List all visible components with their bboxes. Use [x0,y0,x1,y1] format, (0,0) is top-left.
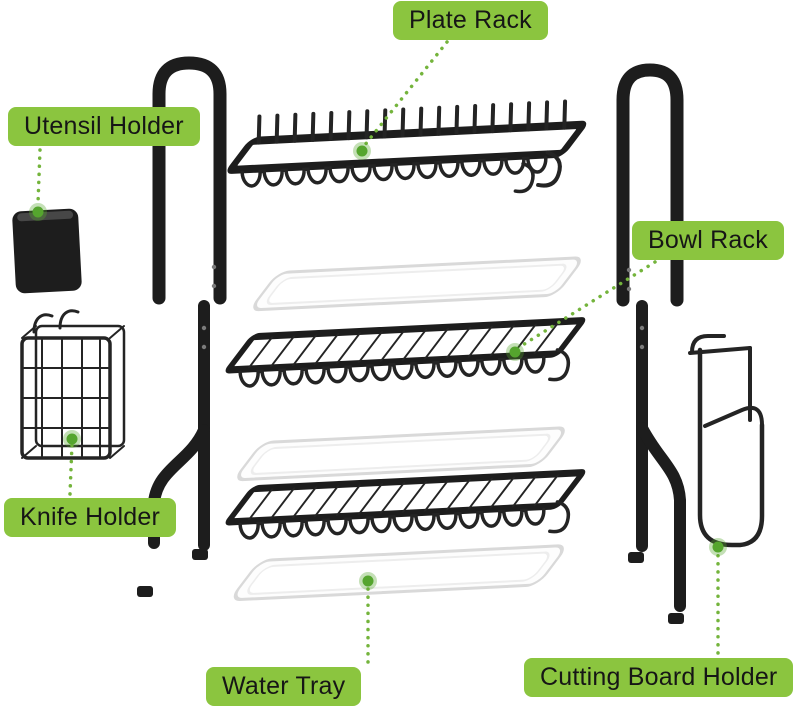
plate-rack-callout-line [362,40,449,148]
utensil-holder-label: Utensil Holder [8,107,200,146]
cutting-board-holder-callout-dot [709,538,727,556]
knife-holder-callout-line [68,442,74,496]
screw-hole [639,344,645,350]
plate-rack-callout-dot [353,142,371,160]
plate-rack-hook [536,150,562,188]
screw-hole [639,325,645,331]
foot-cap [137,586,153,597]
screw-hole [201,325,207,331]
bowl-rack-label: Bowl Rack [632,221,784,260]
plate-rack-tines [256,99,568,145]
plate-rack-scallop-wire [240,155,548,188]
bowl-rack-2-part [225,469,586,540]
utensil-holder-part [12,208,82,294]
water-tray-part [233,544,564,602]
screw-hole [211,264,217,270]
bowl-rack-callout-line [516,260,657,350]
screw-hole [201,344,207,350]
bowl-rack-scallop-wire [238,507,546,540]
foot-cap [668,613,684,624]
bowl-rack-scallop-wire [238,355,546,388]
bowl-rack-hook [548,348,571,382]
plate-rack-part [227,99,587,194]
water-tray-label: Water Tray [206,667,362,706]
knife-holder-grid [23,339,109,457]
screw-hole [211,283,217,289]
cutting-board-holder-label: Cutting Board Holder [524,658,794,697]
screw-hole [626,267,632,273]
water-tray-callout-dot [359,572,377,590]
foot-cap [628,552,644,563]
bowl-rack-cross-wires [247,474,559,521]
utensil-holder-callout-dot [29,203,47,221]
bowl-rack-hook [548,500,571,534]
bowl-rack-part [225,317,586,388]
knife-holder-callout-dot [63,430,81,448]
utensil-holder-callout-line [36,148,42,205]
bowl-rack-callout-dot [506,343,524,361]
cutting-board-holder-part [688,334,765,548]
knife-holder-part [20,309,126,460]
foot-cap [192,549,208,560]
bowl-rack-cross-wires [247,322,559,369]
screw-hole [626,286,632,292]
plate-rack-label: Plate Rack [393,1,548,40]
right-lower-frame [636,300,686,612]
left-upper-frame [152,56,227,305]
right-upper-frame [616,63,684,307]
plate-rack-hook [513,161,535,194]
upper-tray-part [253,256,581,312]
middle-tray-part [237,426,565,482]
knife-holder-label: Knife Holder [4,498,176,537]
